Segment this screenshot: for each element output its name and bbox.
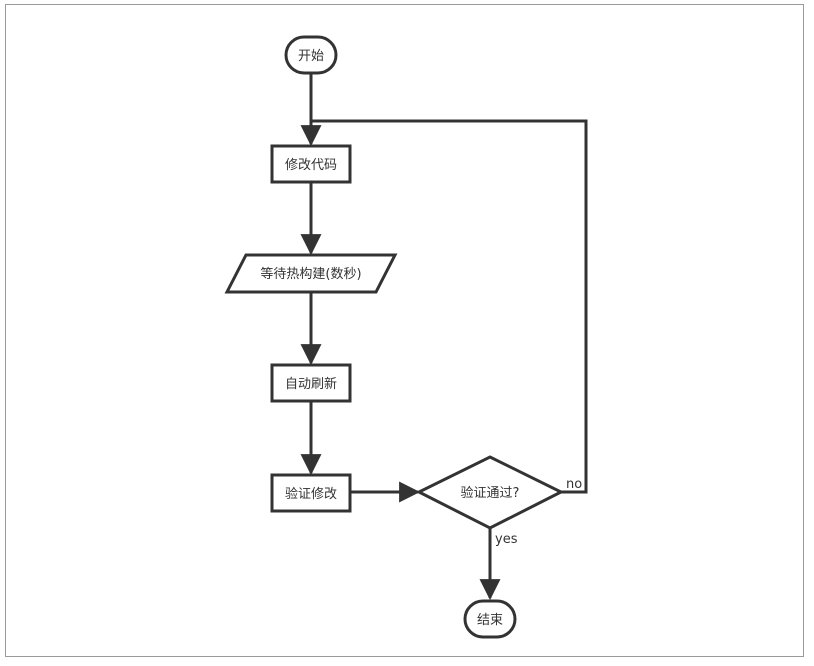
diagram-frame [5,4,804,657]
auto-refresh-node: 自动刷新 [270,363,352,403]
verify-label: 验证修改 [285,486,337,502]
edge-decision-no-loop [311,119,588,494]
end-node: 结束 [463,599,517,639]
start-node: 开始 [284,35,338,75]
modify-code-label: 修改代码 [285,158,337,173]
modify-code-node: 修改代码 [270,144,352,184]
auto-refresh-label: 自动刷新 [285,376,337,392]
wait-hot-build-node: 等待热构建(数秒) [224,253,398,294]
no-edge-label: no [566,477,582,492]
decision-node: 验证通过? [415,455,565,530]
yes-edge-label: yes [495,532,518,547]
decision-label: 验证通过? [461,485,520,501]
end-label: 结束 [477,613,503,628]
start-label: 开始 [298,49,324,64]
verify-node: 验证修改 [270,473,352,513]
wait-hot-build-label: 等待热构建(数秒) [260,266,361,282]
